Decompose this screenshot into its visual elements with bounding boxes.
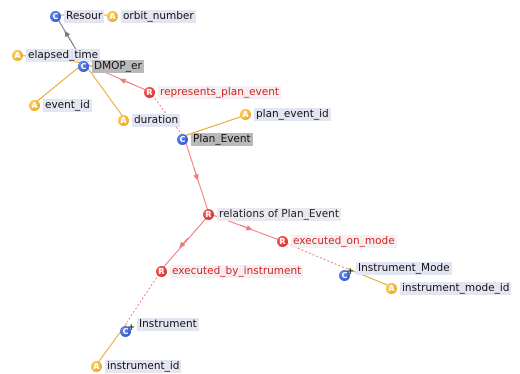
attribute-icon: A (240, 108, 251, 120)
node-instrument[interactable]: C + Instrument (120, 317, 199, 337)
node-orbit-number[interactable]: A orbit_number (107, 9, 196, 23)
node-label: Resour (64, 9, 105, 23)
node-instrument-id[interactable]: A instrument_id (91, 359, 182, 373)
node-event-id[interactable]: A event_id (29, 98, 92, 112)
relation-icon: R (144, 86, 155, 98)
node-label: orbit_number (121, 9, 196, 23)
attribute-icon: A (29, 99, 40, 111)
edge-represents-plan (149, 91, 184, 137)
edge-mode-modeid (345, 267, 393, 288)
relation-icon: R (156, 265, 167, 277)
edge-dmop-represents-arrow (119, 78, 133, 85)
class-icon: C (120, 325, 131, 337)
relation-group-icon: R (203, 208, 214, 220)
node-plan-event[interactable]: C Plan_Event (177, 132, 253, 146)
class-icon: C (177, 133, 188, 145)
node-relations-of-plan-event[interactable]: R relations of Plan_Event (203, 207, 341, 221)
node-label: instrument_id (105, 359, 182, 373)
attribute-icon: A (118, 114, 129, 126)
edge-relations-byinstr-arrow (179, 237, 189, 249)
edge-dmop-duration (83, 62, 125, 119)
relation-icon: R (277, 235, 288, 247)
node-elapsed-time[interactable]: A elapsed_time (12, 48, 101, 62)
edge-plan-relations-arrow (193, 167, 199, 181)
node-executed-on-mode[interactable]: R executed_on_mode (277, 234, 397, 248)
node-label: represents_plan_event (158, 85, 282, 99)
node-label: Instrument_Mode (356, 261, 452, 275)
attribute-icon: A (386, 282, 397, 294)
node-dmop-er[interactable]: C DMOP_er (78, 59, 144, 73)
node-label: relations of Plan_Event (217, 207, 341, 221)
node-label: Instrument (137, 317, 199, 331)
node-resource[interactable]: C Resour (50, 9, 105, 23)
node-represents-plan-event[interactable]: R represents_plan_event (144, 85, 282, 99)
class-icon: C (78, 60, 89, 72)
node-instrument-mode[interactable]: C + Instrument_Mode (339, 261, 452, 281)
edge-dmop-eventid (34, 62, 85, 104)
node-plan-event-id[interactable]: A plan_event_id (240, 107, 331, 121)
attribute-icon: A (12, 49, 23, 61)
node-duration[interactable]: A duration (118, 113, 181, 127)
node-executed-by-instrument[interactable]: R executed_by_instrument (156, 264, 304, 278)
edge-relations-byinstr (160, 214, 210, 271)
class-expand-icon: C + (339, 263, 354, 281)
edge-dmop-resource-arrow (64, 30, 75, 47)
class-icon: C (50, 10, 61, 22)
expand-cross-icon: + (346, 266, 354, 277)
edge-byinstr-instr (126, 270, 162, 323)
node-instrument-mode-id[interactable]: A instrument_mode_id (386, 281, 512, 295)
edge-relations-onmode-arrow (239, 224, 253, 231)
node-label: DMOP_er (92, 59, 144, 73)
node-label: instrument_mode_id (400, 281, 512, 295)
node-label: elapsed_time (26, 48, 101, 62)
expand-cross-icon: + (127, 322, 135, 333)
attribute-icon: A (91, 360, 102, 372)
class-icon: C (339, 269, 350, 281)
class-expand-icon: C + (120, 319, 135, 337)
node-label: executed_on_mode (291, 234, 397, 248)
edge-onmode-mode (282, 241, 346, 269)
node-label: duration (132, 113, 181, 127)
node-label: plan_event_id (254, 107, 331, 121)
node-label: executed_by_instrument (170, 264, 304, 278)
attribute-icon: A (107, 10, 118, 22)
node-label: Plan_Event (191, 132, 253, 146)
node-label: event_id (43, 98, 92, 112)
